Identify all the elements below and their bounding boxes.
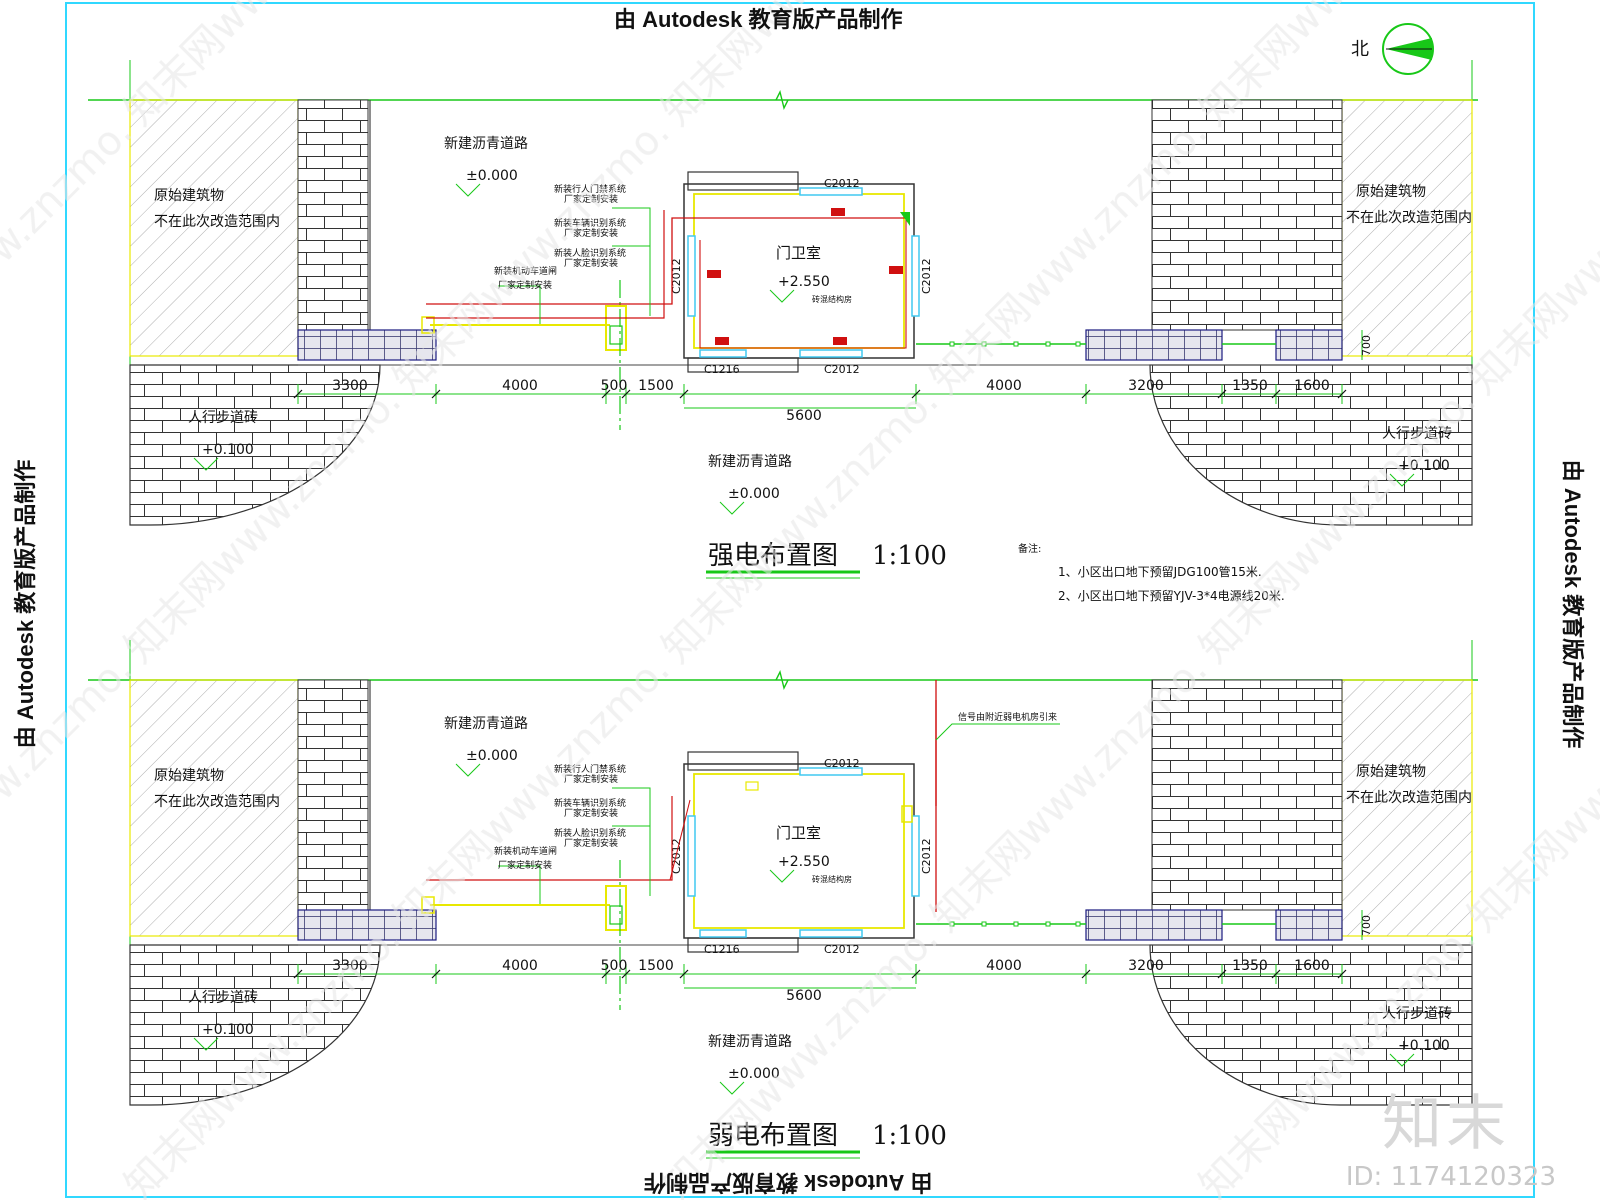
watermark-logo: 知末	[1382, 1089, 1510, 1159]
banner-right: 由 Autodesk 教育版产品制作	[1560, 459, 1586, 749]
banner-top: 由 Autodesk 教育版产品制作	[614, 7, 903, 32]
banner-bottom: 由 Autodesk 教育版产品制作	[644, 1170, 933, 1195]
banner-left: 由 Autodesk 教育版产品制作	[13, 459, 39, 749]
watermark-id: ID: 1174120323	[1345, 1162, 1556, 1192]
